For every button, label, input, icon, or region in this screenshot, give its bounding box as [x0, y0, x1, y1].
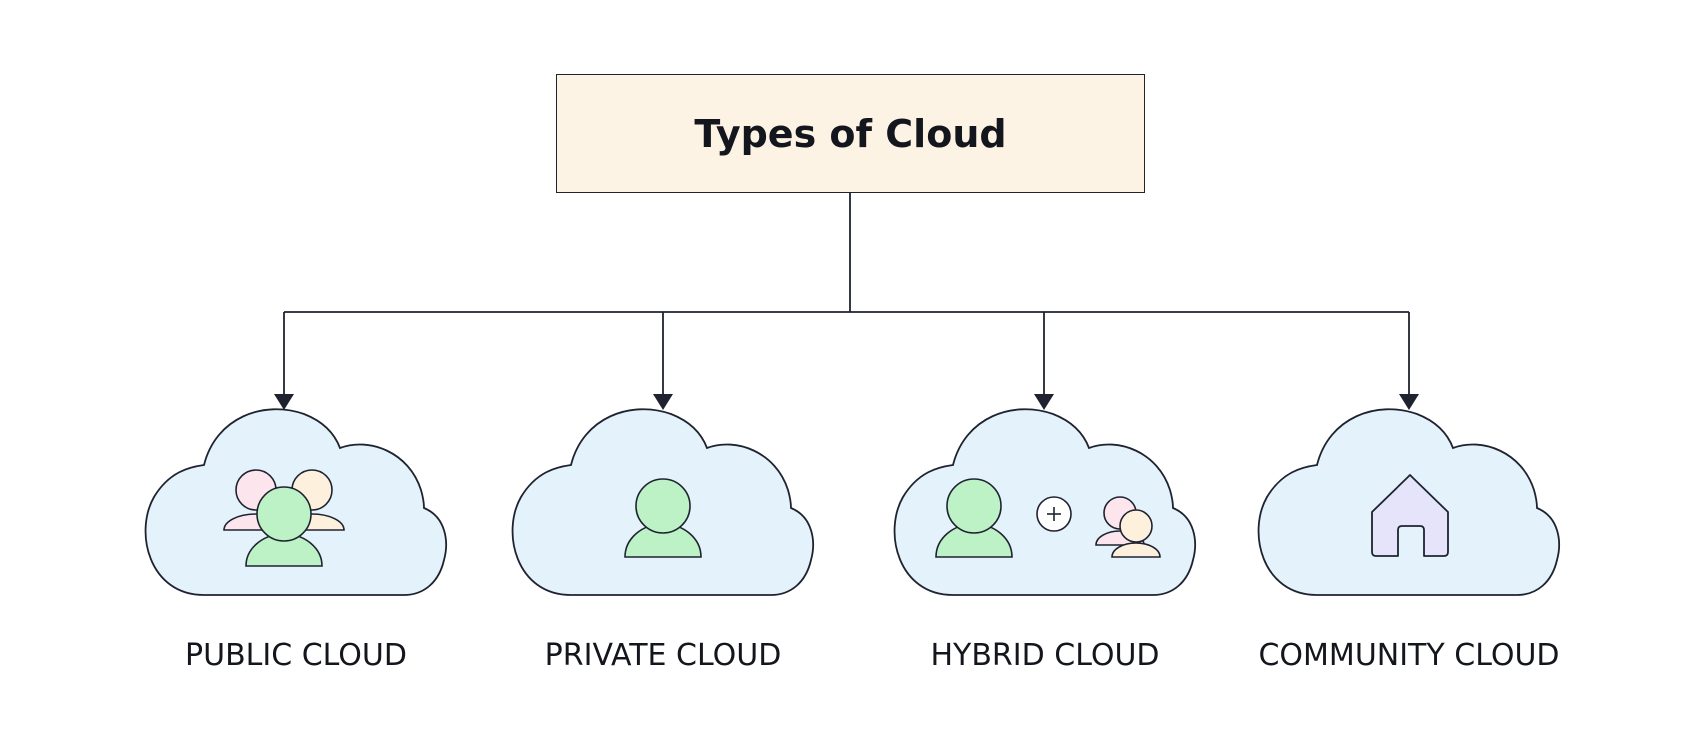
arrowhead-public: [274, 394, 294, 410]
people-group-icon: [223, 469, 345, 567]
plus-circle-icon: [1036, 496, 1072, 532]
person-icon: [624, 478, 702, 558]
arrowhead-community: [1399, 394, 1419, 410]
house-icon: [1371, 474, 1449, 557]
private-cloud-label: PRIVATE CLOUD: [544, 638, 782, 673]
arrowheads: [274, 394, 1419, 410]
diagram-title: Types of Cloud: [694, 111, 1007, 156]
person-plus-group-icon: [935, 478, 1161, 558]
hybrid-cloud-label: HYBRID CLOUD: [930, 638, 1160, 673]
arrowhead-hybrid: [1034, 394, 1054, 410]
title-box: Types of Cloud: [556, 74, 1145, 193]
public-cloud-label: PUBLIC CLOUD: [185, 638, 407, 673]
arrowhead-private: [653, 394, 673, 410]
community-cloud-label: COMMUNITY CLOUD: [1258, 638, 1560, 673]
connector-lines: [283, 193, 1410, 396]
